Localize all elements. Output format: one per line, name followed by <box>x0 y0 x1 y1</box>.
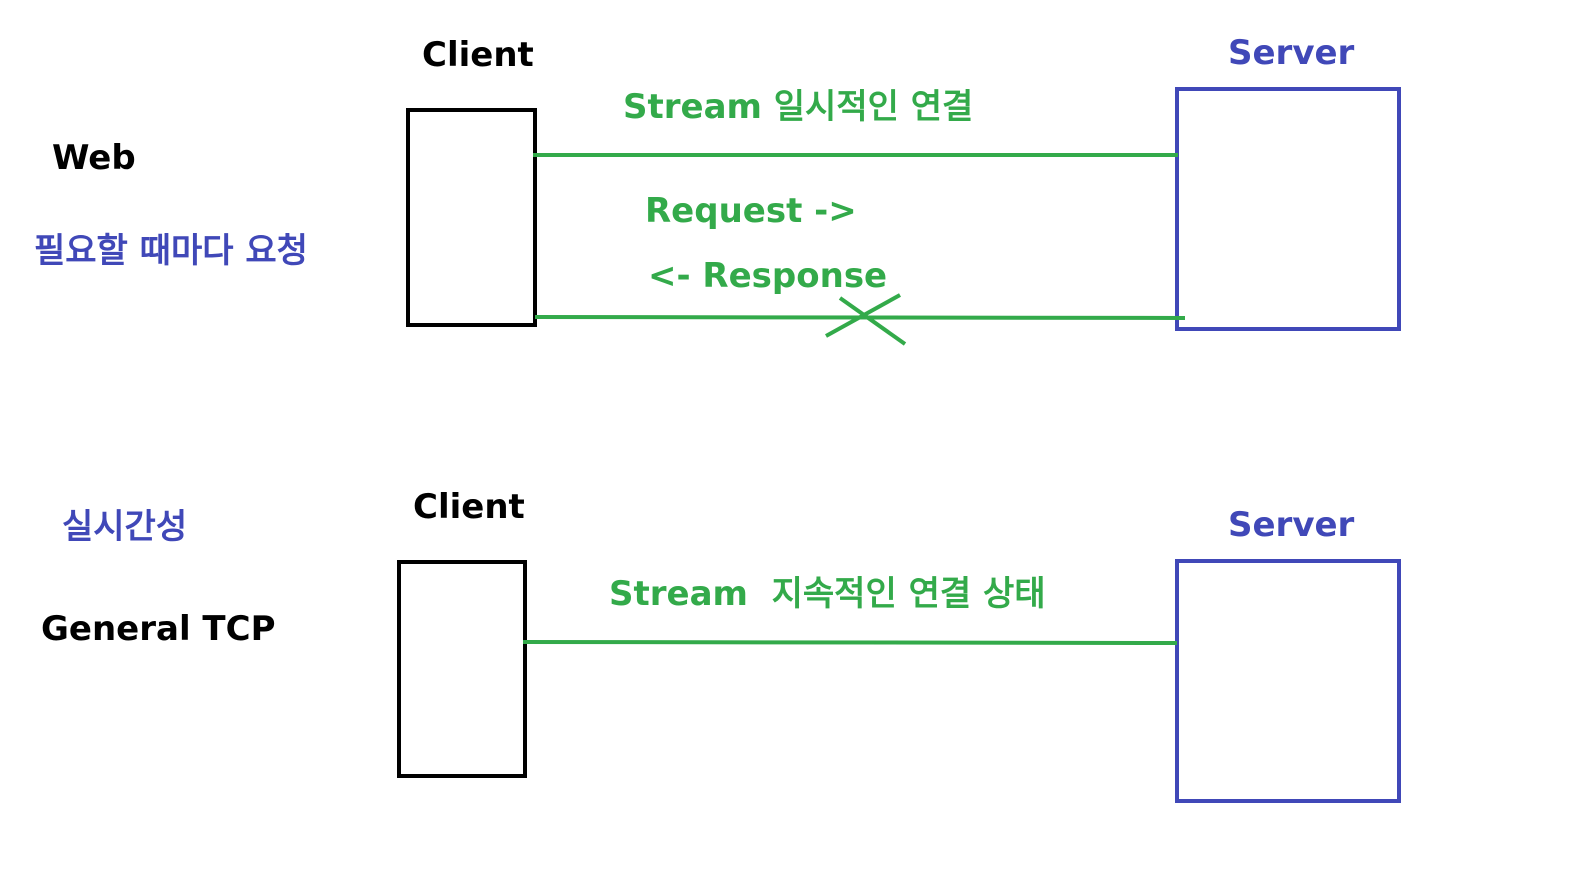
tcp-stream-line <box>522 640 1178 645</box>
web-response-label: <- Response <box>648 256 887 296</box>
web-request-label: Request -> <box>645 191 857 231</box>
x-mark-icon <box>825 293 907 346</box>
web-subtitle: 필요할 때마다 요청 <box>34 231 308 271</box>
web-server-label: Server <box>1228 33 1355 73</box>
web-client-box <box>406 108 537 327</box>
tcp-title: General TCP <box>41 609 276 649</box>
web-section: Web 필요할 때마다 요청 Client Server Stream 일시적인… <box>34 33 1401 346</box>
tcp-client-box <box>397 560 527 778</box>
tcp-section: 실시간성 General TCP Client Server Stream 지속… <box>41 487 1401 803</box>
tcp-server-label: Server <box>1228 505 1355 545</box>
web-stream-label: Stream 일시적인 연결 <box>623 87 973 127</box>
tcp-server-box <box>1175 559 1401 803</box>
web-server-box <box>1175 87 1401 331</box>
tcp-stream-label: Stream 지속적인 연결 상태 <box>609 574 1046 614</box>
tcp-client-label: Client <box>413 487 525 527</box>
web-title: Web <box>52 138 136 178</box>
web-client-label: Client <box>422 35 534 75</box>
tcp-subtitle: 실시간성 <box>62 507 187 547</box>
